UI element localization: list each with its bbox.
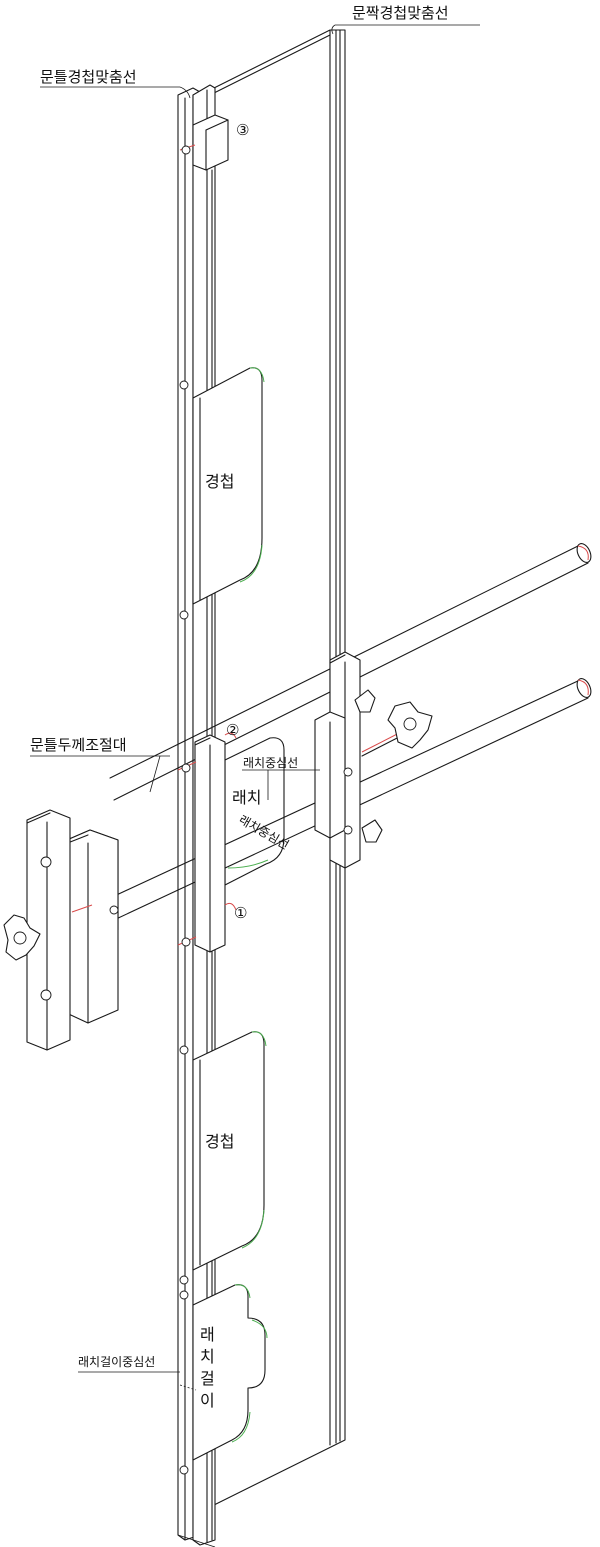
strike-plate [179,1284,268,1475]
latch-center-line-label: 래치중심선 [243,756,298,770]
strike-char-2: 치 [200,1347,215,1366]
latch-label: 래치 [232,788,261,807]
hinge-top-label: 경첩 [205,472,234,491]
latch-gauge-block [177,732,237,953]
latch-plate [224,737,285,886]
door-edge-clamp [314,651,433,869]
hinge-plate-top [179,367,265,620]
door-hinge-line-label: 문짝경첩맞춤선 [352,4,449,22]
frame-thickness-label: 문틀두께조절대 [30,736,127,754]
frame-hinge-line-label: 문틀경첩맞춤선 [40,68,137,86]
hinge-bottom-label: 경첩 [205,1132,234,1151]
strike-center-line-label: 래치걸이중심선 [78,1355,155,1369]
number-2-label: ② [226,721,239,739]
strike-char-1: 래 [200,1325,215,1344]
strike-char-3: 걸 [200,1369,215,1388]
number-1-label: ① [234,904,247,922]
strike-char-4: 이 [200,1391,215,1410]
hinge-plate-bottom [179,1031,267,1285]
annotation-lines [30,24,480,1391]
frame-thickness-adjuster [3,809,119,1051]
top-stop-block [179,114,229,171]
number-3-label: ③ [236,121,249,139]
